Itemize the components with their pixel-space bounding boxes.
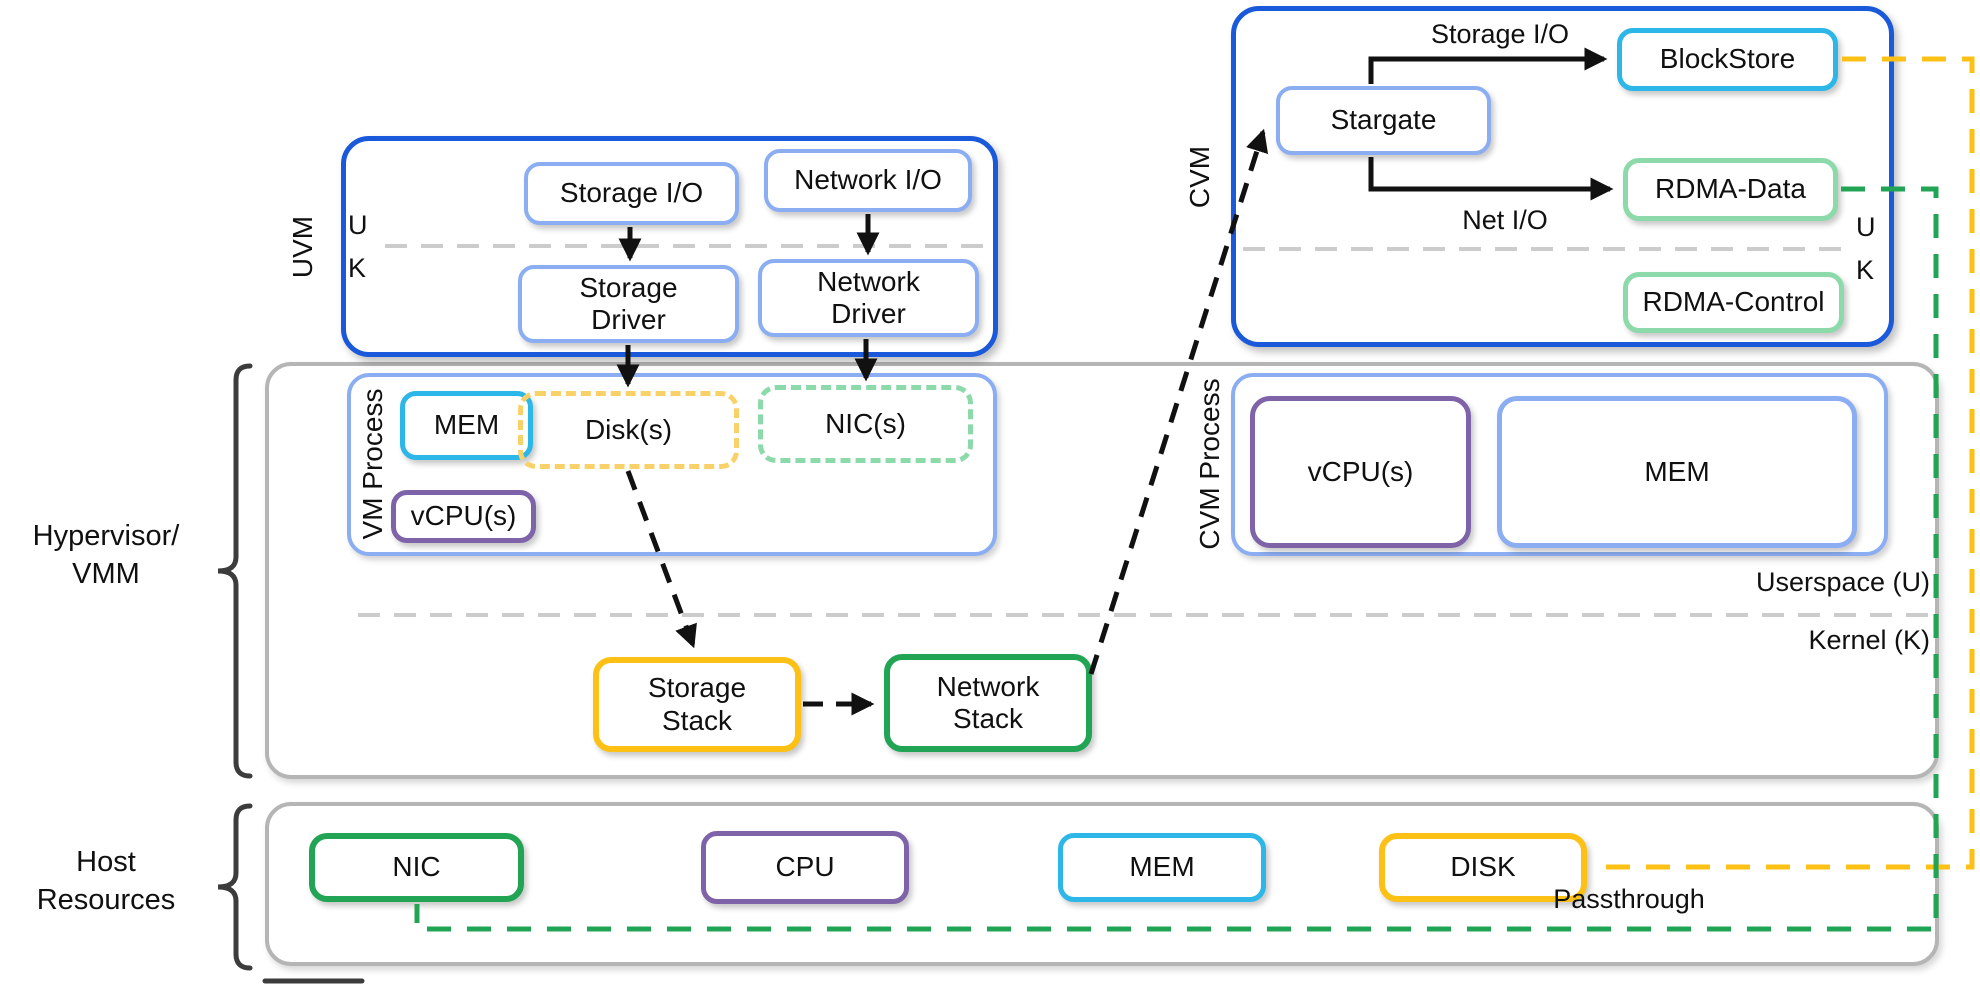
cvm-process-label: CVM Process [1194,378,1225,550]
stargate-box: Stargate [1276,86,1491,155]
passthrough-label: Passthrough [1553,884,1705,914]
host-brace-label-line1: Host [76,846,136,878]
kernel-label: Kernel (K) [1808,625,1930,655]
uvm-kernel-abbr: K [348,253,367,283]
cvm-process-vcpu-box: vCPU(s) [1250,396,1471,548]
vm-process-vcpu-box: vCPU(s) [391,490,536,543]
cvm-process-mem-box: MEM [1497,396,1857,548]
uvm-network-driver-box: Network Driver [758,259,979,337]
uvm-label: UVM [287,215,318,279]
host-mem-box: MEM [1058,833,1266,902]
vm-process-mem-box: MEM [400,391,533,460]
uvm-storage-io-box: Storage I/O [524,162,739,225]
network-stack-box: Network Stack [884,654,1092,752]
vm-process-nics-box: NIC(s) [758,385,973,463]
host-cpu-box: CPU [701,831,909,904]
cvm-storage-io-arrow-label: Storage I/O [1430,19,1570,49]
rdma-control-box: RDMA-Control [1623,272,1844,333]
vm-process-label: VM Process [357,388,388,540]
vm-process-disks-box: Disk(s) [518,391,739,469]
uvm-network-io-box: Network I/O [764,149,972,212]
host-brace-label-line2: Resources [36,883,176,916]
hypervisor-brace-label-line2: VMM [72,557,140,590]
hypervisor-brace-label: Hypervisor/ VMM [0,518,212,593]
storage-stack-box: Storage Stack [593,657,801,752]
uvm-storage-driver-box: Storage Driver [518,265,739,343]
cvm-net-io-arrow-label: Net I/O [1462,205,1548,235]
blockstore-box: BlockStore [1617,28,1838,91]
uvm-userspace-abbr: U [348,210,368,240]
cvm-kernel-abbr: K [1856,255,1875,285]
hypervisor-brace [217,363,253,779]
userspace-label: Userspace (U) [1755,567,1930,597]
cvm-userspace-abbr: U [1856,212,1876,242]
rdma-data-box: RDMA-Data [1623,158,1838,221]
host-nic-box: NIC [309,833,524,902]
host-brace-label: Host Resources [0,844,212,919]
host-brace [217,803,253,971]
cvm-label: CVM [1184,145,1215,209]
hypervisor-brace-label-line1: Hypervisor/ [32,520,180,552]
